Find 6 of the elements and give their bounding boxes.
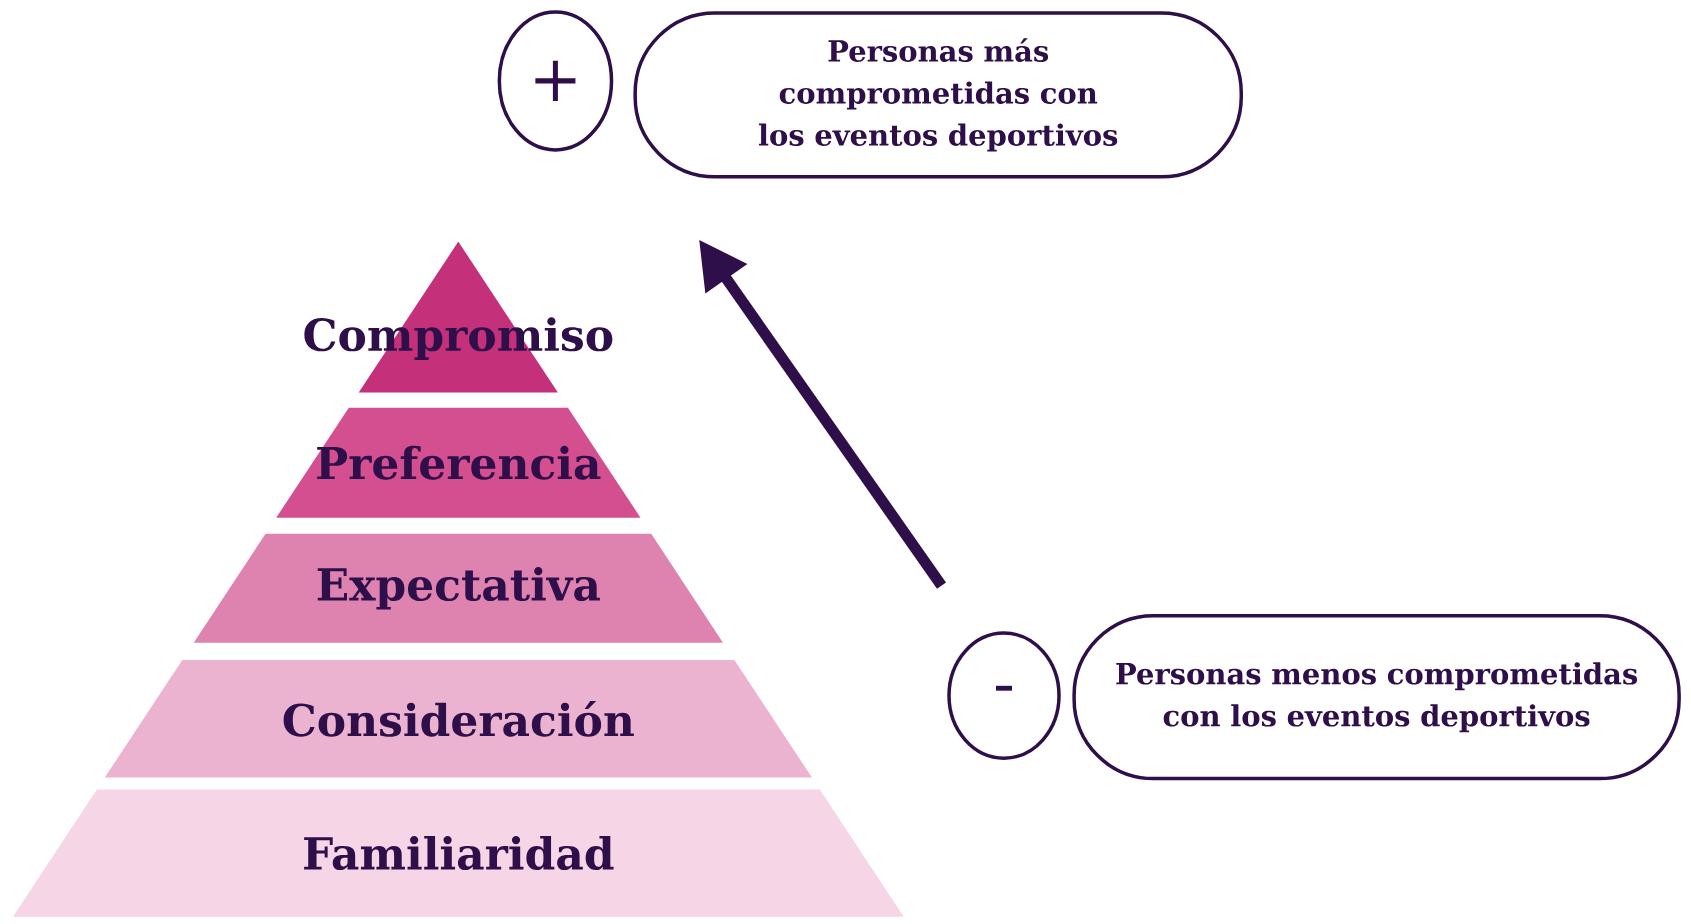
pyramid-tier: Expectativa	[193, 533, 723, 643]
rounded-box: Personas menos comprometidas con los eventos deportivos	[1072, 614, 1681, 781]
pyramid-tier: Preferencia	[276, 407, 641, 518]
rounded-box: Personas más comprometidas con los eventos deportivos	[633, 11, 1243, 179]
pyramid-tier: Familiaridad	[12, 789, 904, 917]
pyramid-tier: Consideración	[104, 660, 812, 778]
